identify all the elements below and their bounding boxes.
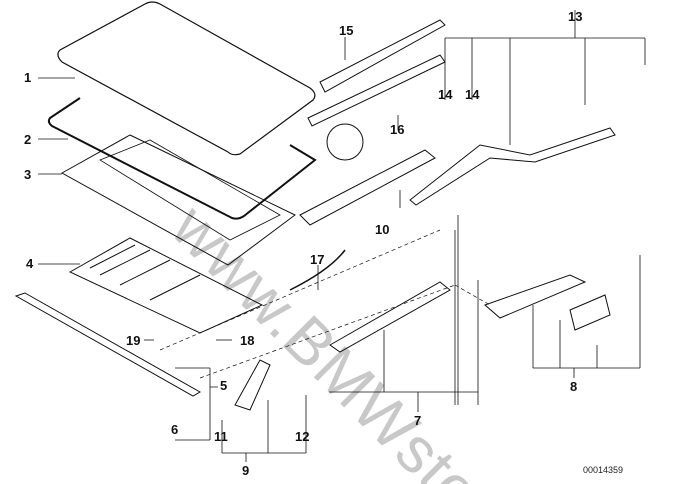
seal [47, 97, 317, 220]
callout-1: 1 [24, 70, 32, 85]
callout-6: 6 [171, 422, 179, 437]
wind-deflector [319, 19, 446, 93]
callout-2: 2 [24, 132, 32, 147]
callout-9: 9 [242, 463, 250, 478]
callout-10: 10 [375, 222, 390, 237]
headliner-panel [68, 237, 264, 334]
callout-14b: 14 [465, 87, 480, 102]
callout-17: 17 [310, 252, 325, 267]
callout-18: 18 [240, 333, 255, 348]
callout-5: 5 [220, 378, 228, 393]
lever-arm [409, 127, 616, 206]
callout-15: 15 [339, 23, 354, 38]
drive-tube [329, 281, 451, 353]
detail-circle [326, 123, 364, 161]
callout-3: 3 [24, 167, 32, 182]
cable [289, 249, 346, 291]
frame [60, 134, 296, 266]
lifter [234, 359, 271, 411]
slider-block [299, 149, 436, 226]
bracket [569, 294, 611, 331]
glass-panel [57, 1, 316, 156]
callout-11: 11 [214, 429, 228, 444]
callout-7: 7 [414, 413, 422, 428]
callout-13: 13 [568, 9, 583, 24]
reference-number: 00014359 [583, 465, 624, 475]
callout-19: 19 [126, 333, 141, 348]
callout-16: 16 [390, 122, 405, 137]
callout-12: 12 [295, 429, 310, 444]
guide-rail [14, 292, 202, 397]
link-arm [484, 274, 587, 319]
callout-14a: 14 [438, 87, 453, 102]
callout-8: 8 [570, 379, 578, 394]
callout-4: 4 [26, 256, 34, 271]
